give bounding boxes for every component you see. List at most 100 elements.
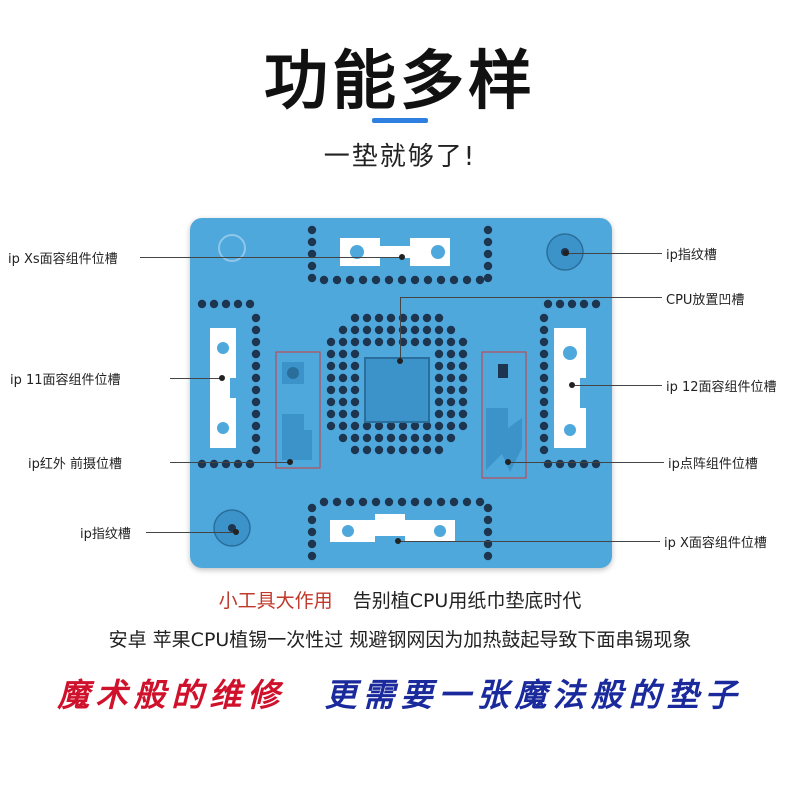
slot-notch xyxy=(350,245,364,259)
slot-notch xyxy=(217,342,229,354)
callout-ip-12-face-slot: ip 12面容组件位槽 xyxy=(666,380,777,395)
solder-hole xyxy=(358,497,368,507)
solder-hole xyxy=(233,299,243,309)
solder-hole xyxy=(422,337,432,347)
leader-dot xyxy=(569,382,575,388)
solder-hole xyxy=(422,325,432,335)
solder-hole xyxy=(350,349,360,359)
leader-dot xyxy=(219,375,225,381)
solder-hole xyxy=(422,433,432,443)
solder-hole xyxy=(358,275,368,285)
solder-hole xyxy=(458,337,468,347)
solder-hole xyxy=(436,497,446,507)
slogan-blue: 更需要一张魔法般的垫子 xyxy=(324,676,743,714)
solder-hole xyxy=(307,261,317,271)
solder-hole xyxy=(345,497,355,507)
solder-hole xyxy=(446,385,456,395)
slot-notch xyxy=(431,245,445,259)
solder-hole xyxy=(251,385,261,395)
solder-hole xyxy=(386,433,396,443)
solder-hole xyxy=(362,313,372,323)
solder-hole xyxy=(567,459,577,469)
solder-hole xyxy=(251,397,261,407)
callout-ip-fingerprint-slot-right: ip指纹槽 xyxy=(666,248,717,263)
solder-hole xyxy=(326,361,336,371)
solder-hole xyxy=(350,445,360,455)
solder-hole xyxy=(338,361,348,371)
solder-hole xyxy=(434,361,444,371)
solder-hole xyxy=(483,237,493,247)
ir-slot xyxy=(282,414,312,460)
leader-line xyxy=(400,297,401,361)
callout-ip-ir-front-cam-slot: ip红外 前摄位槽 xyxy=(28,457,122,472)
solder-hole xyxy=(307,249,317,259)
title-underline xyxy=(372,118,428,123)
solder-hole xyxy=(345,275,355,285)
slot-notch xyxy=(563,346,577,360)
solder-hole xyxy=(374,313,384,323)
solder-hole xyxy=(307,237,317,247)
solder-hole xyxy=(386,445,396,455)
solder-hole xyxy=(326,385,336,395)
leader-dot xyxy=(397,358,403,364)
solder-hole xyxy=(436,275,446,285)
solder-hole xyxy=(307,503,317,513)
solder-hole xyxy=(374,325,384,335)
solder-hole xyxy=(410,421,420,431)
solder-hole xyxy=(539,313,549,323)
slot-notch xyxy=(434,525,446,537)
solder-hole xyxy=(539,349,549,359)
solder-hole xyxy=(384,497,394,507)
solder-hole xyxy=(410,313,420,323)
solder-hole xyxy=(338,325,348,335)
solder-hole xyxy=(371,497,381,507)
callout-ip-fingerprint-slot-left: ip指纹槽 xyxy=(80,527,131,542)
solder-hole xyxy=(458,361,468,371)
solder-hole xyxy=(307,515,317,525)
solder-hole xyxy=(398,445,408,455)
solder-hole xyxy=(251,445,261,455)
solder-hole xyxy=(446,361,456,371)
solder-hole xyxy=(539,409,549,419)
solder-hole xyxy=(397,275,407,285)
solder-hole xyxy=(307,551,317,561)
solder-hole xyxy=(434,349,444,359)
solder-hole xyxy=(434,445,444,455)
leader-dot xyxy=(233,529,239,535)
solder-hole xyxy=(350,361,360,371)
callout-cpu-recess: CPU放置凹槽 xyxy=(666,293,745,308)
leader-line xyxy=(170,462,290,463)
solder-hole xyxy=(362,433,372,443)
solder-hole xyxy=(458,409,468,419)
dot-matrix-pocket xyxy=(498,364,508,378)
description-line: 安卓 苹果CPU植锡一次性过 规避钢网因为加热鼓起导致下面串锡现象 xyxy=(108,629,692,651)
solder-hole xyxy=(350,397,360,407)
solder-hole xyxy=(397,497,407,507)
face-slot-bottom xyxy=(330,514,455,542)
solder-hole xyxy=(362,421,372,431)
slot-notch xyxy=(217,422,229,434)
solder-hole xyxy=(410,497,420,507)
solder-hole xyxy=(422,313,432,323)
solder-hole xyxy=(251,313,261,323)
solder-hole xyxy=(539,433,549,443)
solder-hole xyxy=(251,325,261,335)
solder-hole xyxy=(251,421,261,431)
solder-hole xyxy=(374,421,384,431)
solder-hole xyxy=(386,337,396,347)
solder-hole xyxy=(350,433,360,443)
solder-hole xyxy=(251,349,261,359)
solder-hole xyxy=(338,421,348,431)
solder-hole xyxy=(221,459,231,469)
solder-hole xyxy=(326,337,336,347)
solder-hole xyxy=(410,325,420,335)
solder-hole xyxy=(483,503,493,513)
leader-dot xyxy=(399,254,405,260)
solder-hole xyxy=(458,349,468,359)
mat-features xyxy=(197,225,601,561)
solder-hole xyxy=(458,397,468,407)
leader-dot xyxy=(395,538,401,544)
solder-hole xyxy=(462,497,472,507)
callout-ip-11-face-slot: ip 11面容组件位槽 xyxy=(10,373,121,388)
solder-hole xyxy=(434,337,444,347)
